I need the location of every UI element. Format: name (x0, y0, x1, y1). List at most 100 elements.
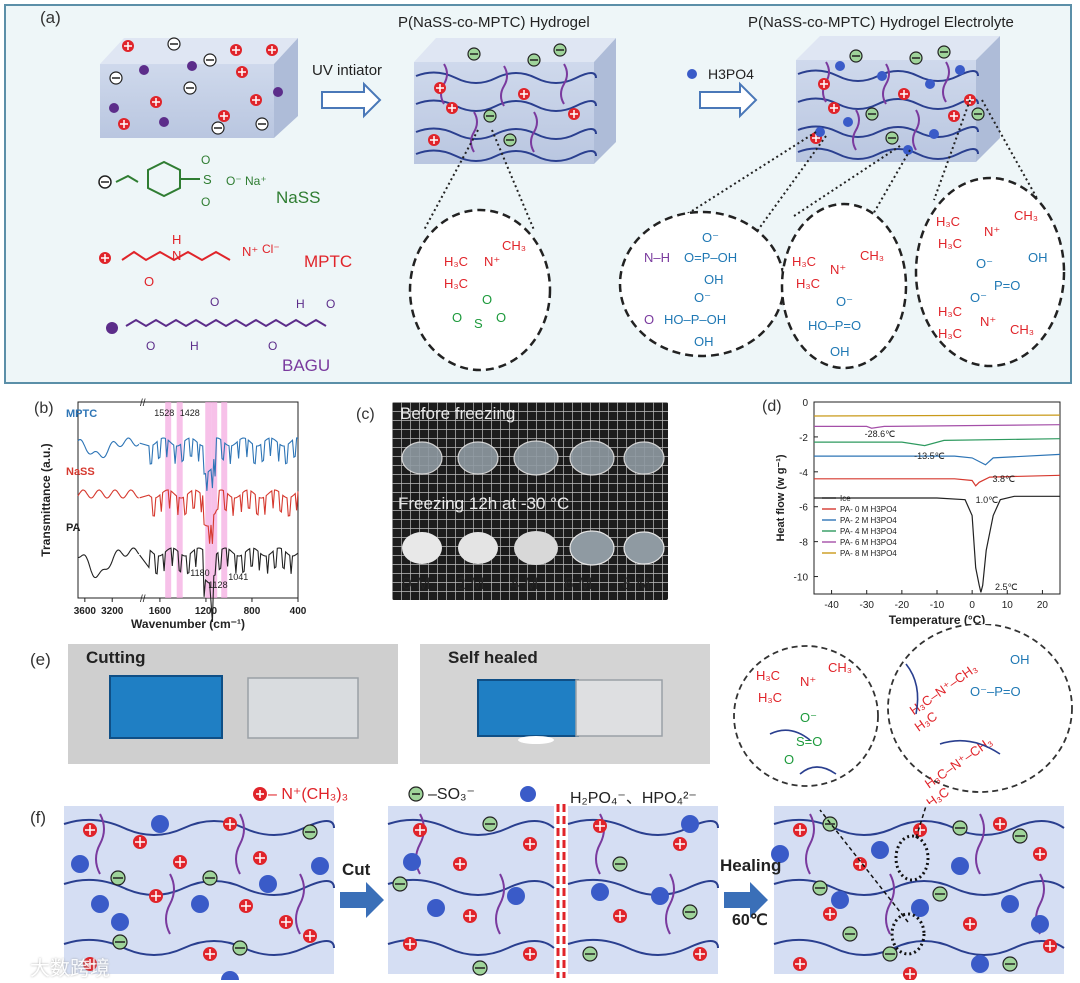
conc-6m: 6 M (564, 574, 593, 593)
panel-a-label: (a) (40, 8, 61, 27)
ion-dot (259, 875, 277, 893)
electrolyte-title: P(NaSS-co-MPTC) Hydrogel Electrolyte (748, 14, 1014, 31)
ion-dot (139, 65, 149, 75)
dsc-x-tick-label: 10 (1002, 600, 1014, 611)
panel-e-label: (e) (30, 650, 51, 669)
svg-text:H₃C: H₃C (938, 326, 962, 341)
cutting-photo (68, 644, 398, 764)
axis-break-mark: // (140, 594, 146, 605)
dsc-series (814, 495, 1060, 593)
ftir-highlight-band (165, 402, 172, 598)
svg-text:H₃C: H₃C (756, 668, 780, 683)
legend-anion: –SO₃⁻ (428, 786, 475, 803)
svg-text:H₃C: H₃C (758, 690, 782, 705)
ion-dot (951, 857, 969, 875)
ion-dot (1001, 895, 1019, 913)
ion-dot (651, 887, 669, 905)
nass-salt: O⁻ Na⁺ (226, 174, 267, 188)
dsc-annotation: 2.5℃ (995, 582, 1018, 592)
ion-dot (159, 117, 169, 127)
ion-dot (591, 883, 609, 901)
ion-dot (903, 145, 913, 155)
svg-text:O=P–OH: O=P–OH (684, 250, 737, 265)
ftir-x-tick-label: 3200 (101, 606, 124, 617)
svg-text:N⁺: N⁺ (800, 674, 816, 689)
svg-text:O⁻: O⁻ (976, 256, 993, 271)
panel-d-label: (d) (762, 398, 782, 415)
ftir-x-tick-label: 1200 (195, 606, 218, 617)
ion-dot (311, 857, 329, 875)
dsc-legend-entry: PA- 6 M H3PO4 (840, 538, 897, 547)
dsc-series (813, 414, 1061, 417)
svg-text:N–H: N–H (644, 250, 670, 265)
svg-text:S: S (203, 172, 212, 187)
ion-dot (911, 899, 929, 917)
ftir-highlight-band (211, 402, 218, 598)
before-freezing-caption: Before freezing (400, 404, 516, 423)
conc-8m: 8 M (622, 574, 651, 593)
ion-dot (151, 815, 169, 833)
legend-cation: – N⁺(CH₃)₃ (268, 786, 349, 803)
zoom-ellipse-4 (914, 176, 1066, 368)
ftir-series-nass (77, 489, 139, 499)
h3po4-label: H3PO4 (708, 66, 754, 82)
healing-temperature: 60℃ (732, 912, 768, 929)
svg-text:H₃C: H₃C (938, 236, 962, 251)
nass-structure: S O O (98, 153, 212, 209)
dsc-legend-entry: Ice (840, 494, 851, 503)
ion-dot (925, 79, 935, 89)
ftir-label-mptc: MPTC (66, 408, 98, 420)
svg-text:O: O (482, 292, 492, 307)
ion-dot (831, 891, 849, 909)
dsc-series (814, 474, 1061, 487)
dsc-x-tick-label: 0 (969, 600, 975, 611)
panel-b-label: (b) (34, 400, 54, 417)
dsc-legend-entry: PA- 0 M H3PO4 (840, 505, 897, 514)
svg-text:H: H (296, 297, 305, 311)
h3po4-arrow (699, 81, 758, 119)
svg-text:O: O (644, 312, 654, 327)
self-healed-photo (420, 644, 710, 764)
svg-text:O⁻: O⁻ (702, 230, 719, 245)
uv-initiator-label: UV intiator (312, 62, 383, 79)
svg-text:H₃C: H₃C (792, 254, 816, 269)
ftir-series-nass (139, 489, 299, 544)
bagu-name: BAGU (282, 356, 331, 375)
dsc-series (814, 438, 1061, 447)
svg-text:CH₃: CH₃ (502, 238, 526, 253)
svg-text:H: H (190, 339, 199, 353)
dsc-annotation: -13.5℃ (914, 451, 945, 461)
ftir-x-tick-label: 3600 (74, 606, 97, 617)
dsc-annotation: -28.6℃ (865, 429, 896, 439)
dsc-x-tick-label: 20 (1037, 600, 1049, 611)
ftir-label-nass: NaSS (66, 466, 95, 478)
ion-dot (771, 845, 789, 863)
ftir-plot-frame (77, 401, 299, 599)
svg-text:N⁺: N⁺ (830, 262, 846, 277)
ion-dot (71, 855, 89, 873)
svg-text:H: H (172, 232, 181, 247)
svg-text:O: O (268, 339, 277, 353)
svg-text:S=O: S=O (796, 734, 822, 749)
ion-dot (507, 887, 525, 905)
dsc-y-tick-label: -8 (799, 538, 808, 549)
svg-text:H₃C: H₃C (938, 304, 962, 319)
nass-name: NaSS (276, 188, 321, 207)
svg-text:O⁻: O⁻ (694, 290, 711, 305)
ftir-series-pa (139, 547, 299, 623)
ftir-highlight-band (205, 402, 212, 598)
dsc-annotation: 3.8℃ (993, 474, 1016, 484)
svg-text:N⁺: N⁺ (984, 224, 1000, 239)
svg-text:P=O: P=O (994, 278, 1020, 293)
ion-dot (91, 895, 109, 913)
svg-text:OH: OH (1028, 250, 1048, 265)
ftir-y-axis-label: Transmittance (a.u.) (39, 443, 53, 556)
mptc-structure: O H N N⁺ (99, 232, 258, 289)
dsc-y-tick-label: -10 (794, 573, 809, 584)
ftir-label-pa: PA (66, 522, 81, 534)
ftir-series-mptc (77, 437, 140, 459)
